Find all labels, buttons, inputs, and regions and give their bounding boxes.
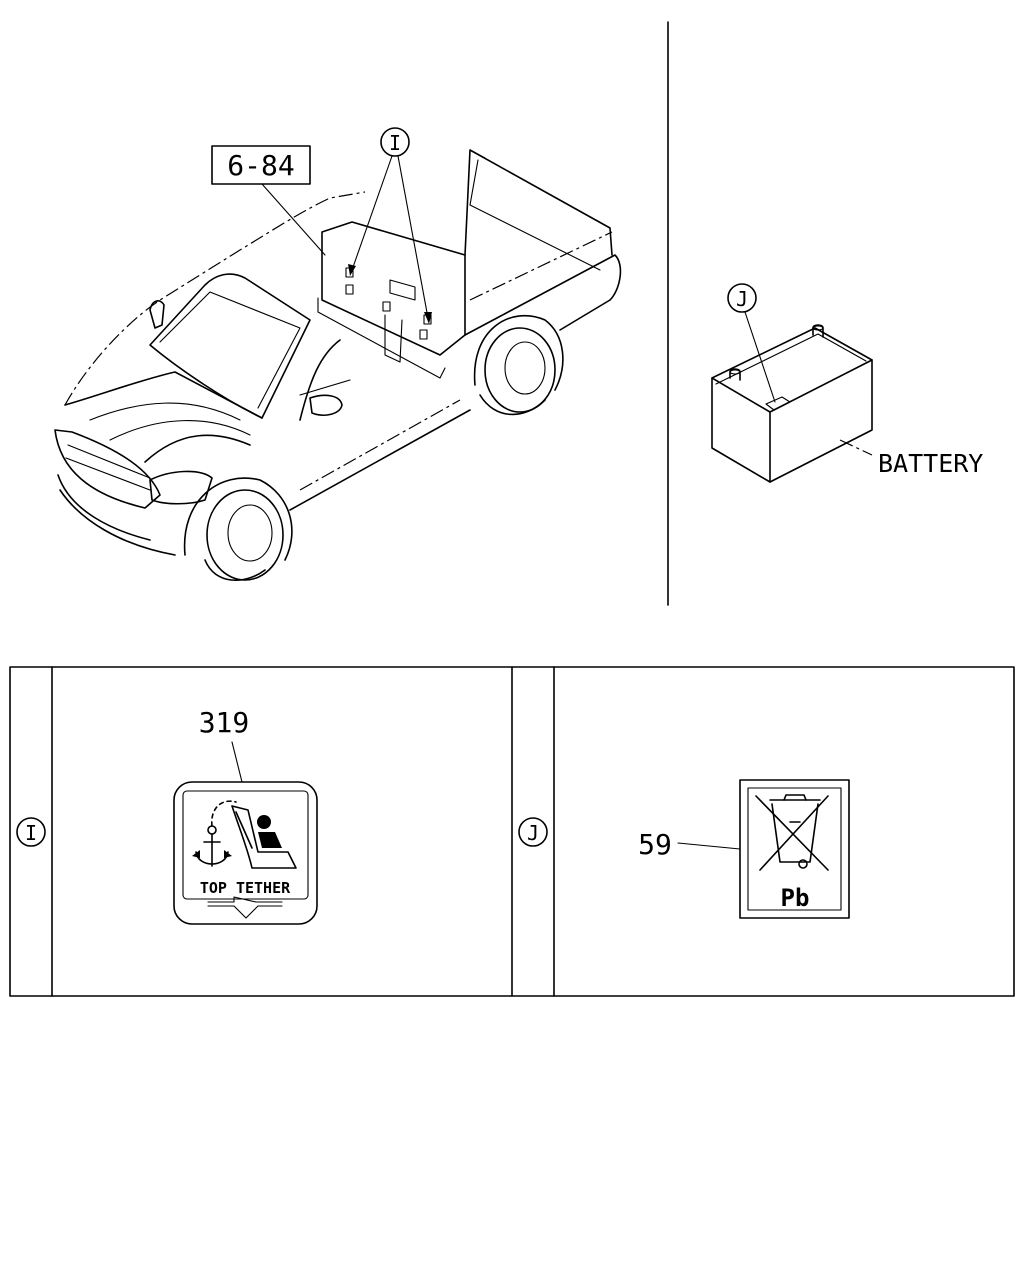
part-319-top-tether-label: 319 TOP TETHER (173, 706, 318, 925)
ref-box-label: 6-84 (227, 149, 294, 182)
part-number-319: 319 (199, 706, 250, 739)
detail-panels (9, 666, 1015, 997)
pickup-truck-illustration (54, 149, 622, 581)
part-59-pb-recycle-label: 59 Pb (638, 779, 850, 919)
panel-marker-i: I (16, 817, 46, 847)
pb-symbol-text: Pb (781, 884, 810, 912)
truck-marker-label: I (389, 131, 401, 155)
crossed-bin-icon (755, 794, 829, 871)
ref-callout-6-84: 6-84 (211, 145, 326, 256)
battery-marker-j: J (727, 283, 776, 403)
panel-i-marker-label: I (25, 821, 37, 845)
top-tether-text: TOP TETHER (200, 879, 291, 897)
panel-marker-j: J (518, 817, 548, 847)
battery-label: BATTERY (878, 449, 983, 478)
part-number-59: 59 (638, 828, 672, 861)
anchor-icon (192, 825, 232, 867)
panel-j-marker-label: J (527, 821, 539, 845)
battery-illustration (711, 324, 873, 483)
child-seat-icon (231, 805, 297, 869)
battery-marker-label: J (736, 287, 748, 311)
truck-marker-i: I (348, 127, 432, 324)
